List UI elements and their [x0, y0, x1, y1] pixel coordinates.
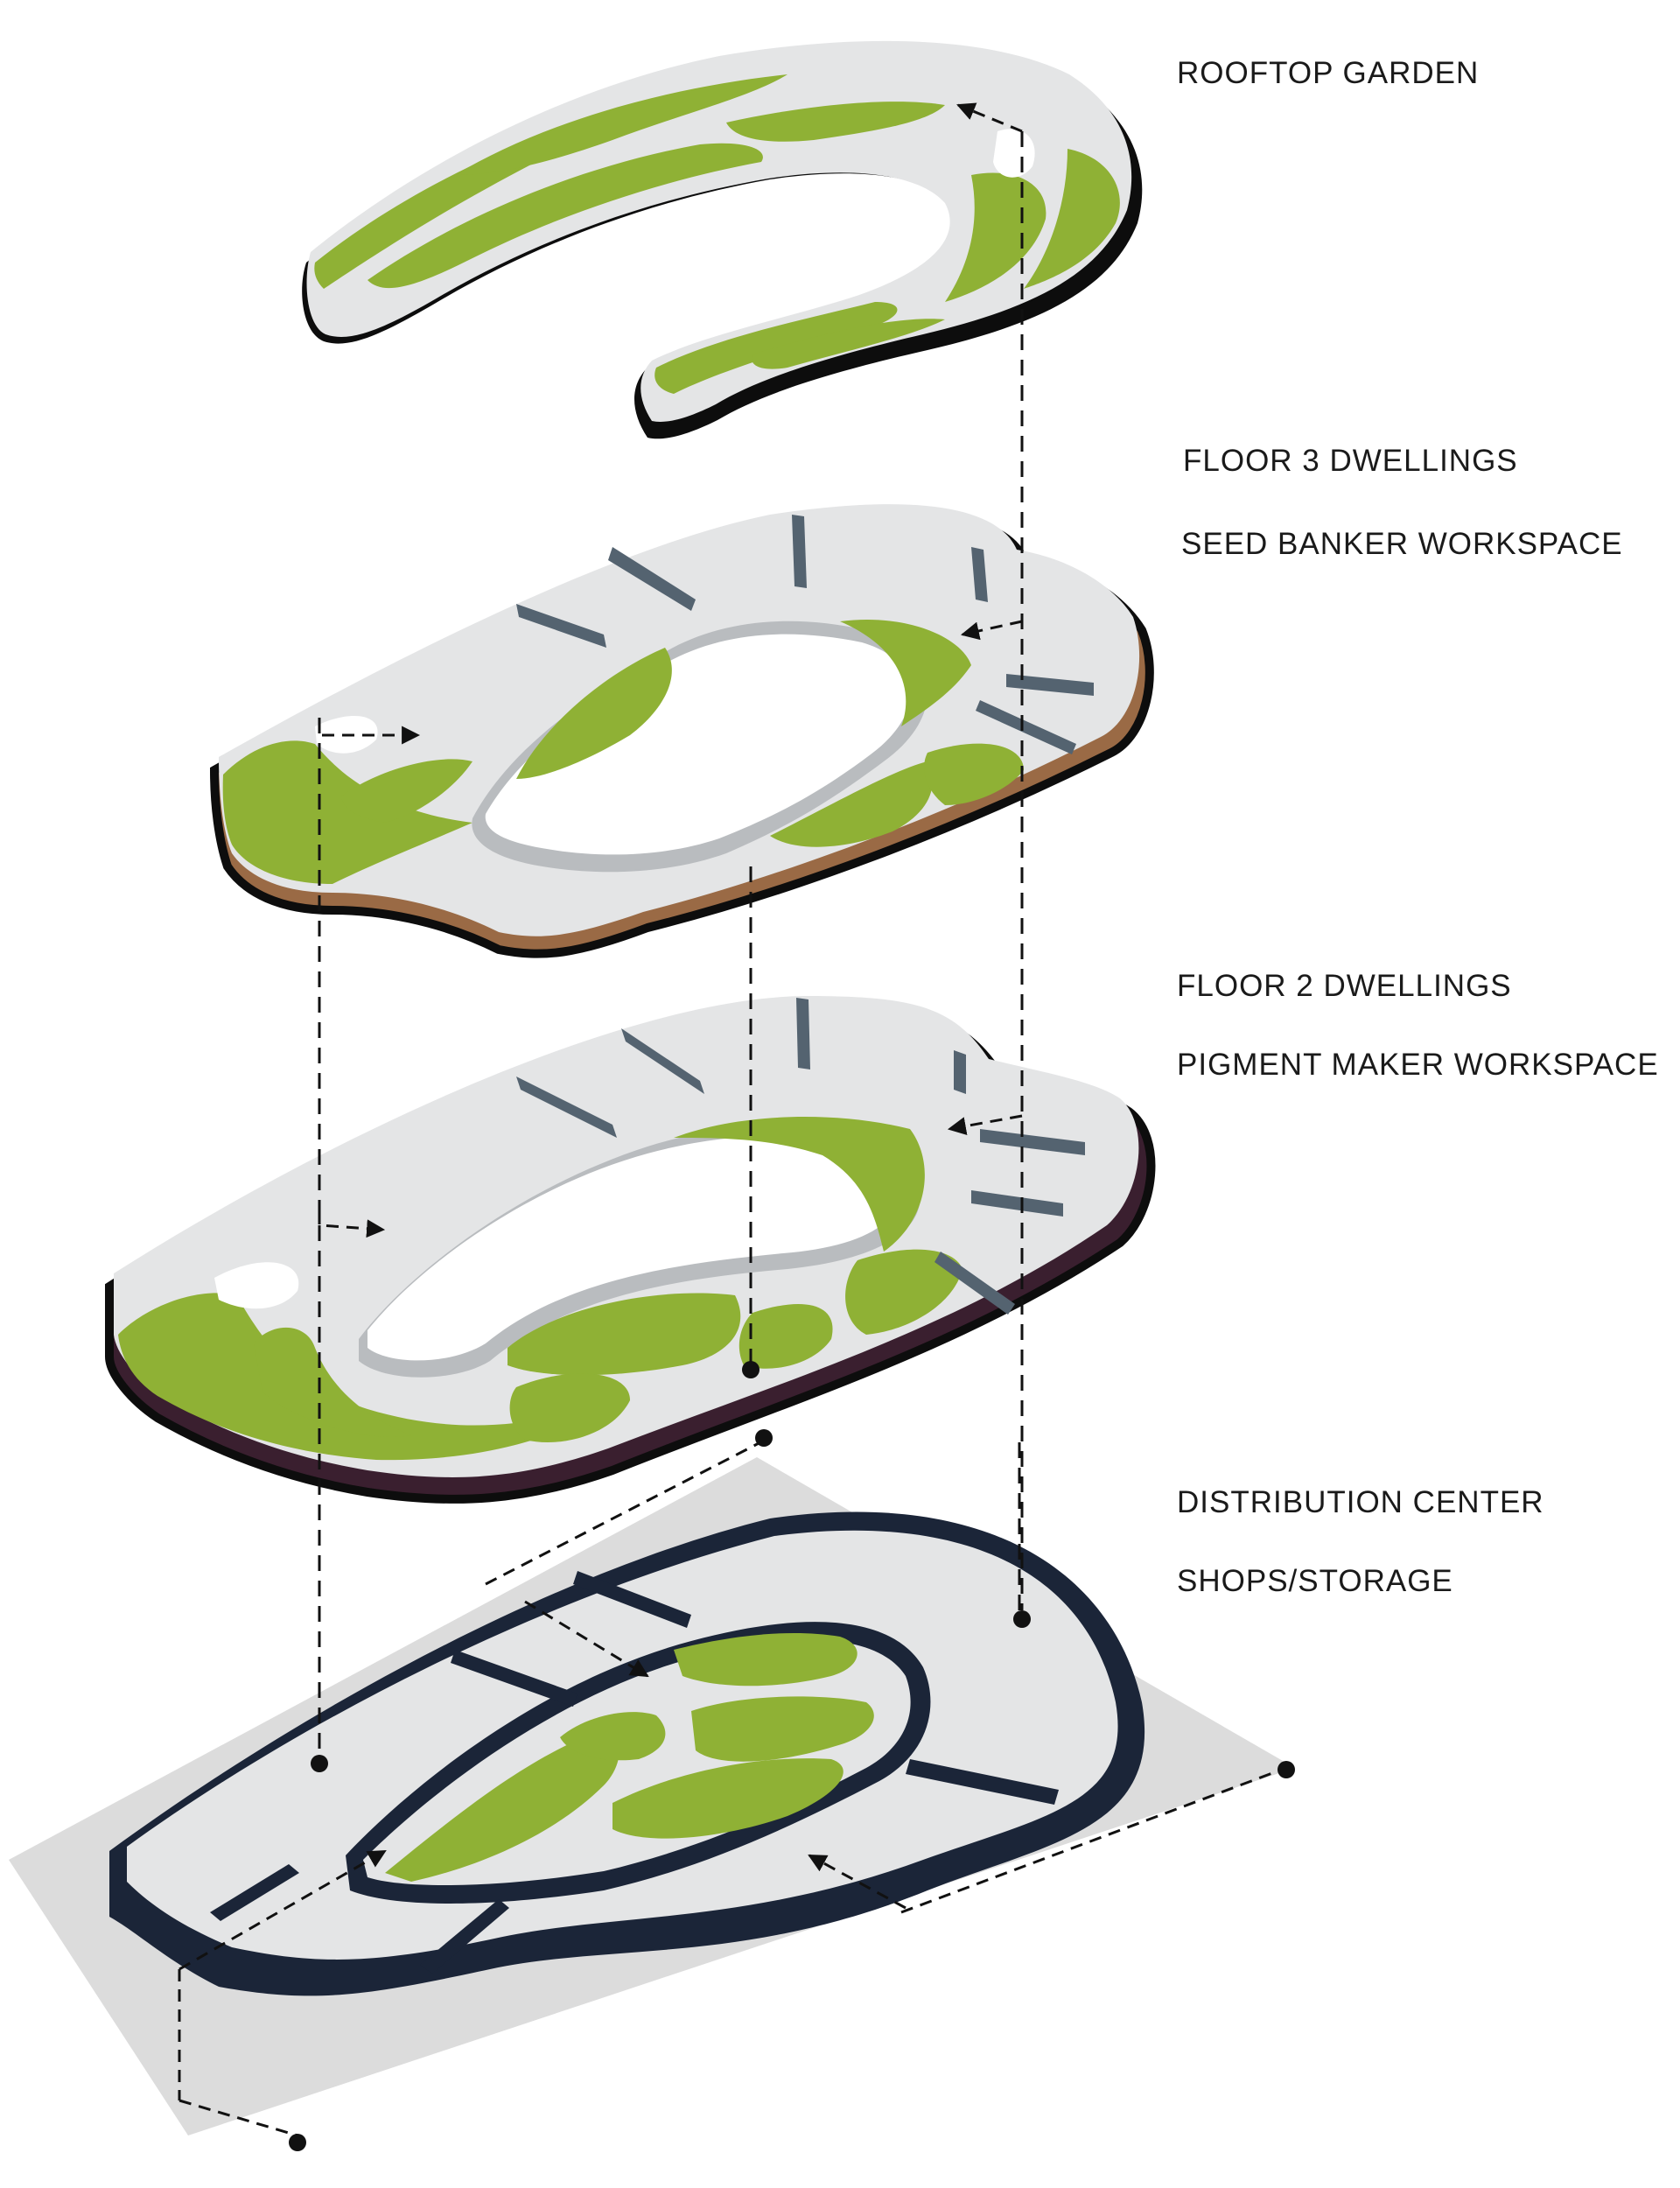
label-rooftop-garden: ROOFTOP GARDEN: [1177, 56, 1479, 90]
label-shops-storage: SHOPS/STORAGE: [1177, 1564, 1453, 1598]
floor-2-level: [109, 996, 1151, 1499]
rooftop-void: [993, 129, 1035, 177]
node-6: [289, 2134, 306, 2151]
label-distribution-center: DISTRIBUTION CENTER: [1177, 1485, 1544, 1519]
node-5: [1278, 1761, 1295, 1778]
label-pigment-maker-workspace: PIGMENT MAKER WORKSPACE: [1177, 1048, 1659, 1082]
label-seed-banker-workspace: SEED BANKER WORKSPACE: [1181, 527, 1623, 561]
node-2: [755, 1429, 773, 1447]
label-floor3-dwellings: FLOOR 3 DWELLINGS: [1183, 444, 1518, 478]
ground-floor-level: [109, 1511, 1144, 1995]
label-floor2-dwellings: FLOOR 2 DWELLINGS: [1177, 969, 1512, 1003]
node-4: [311, 1755, 328, 1772]
floor-3-level: [214, 504, 1150, 954]
rooftop-level: [302, 41, 1142, 438]
node-3: [1013, 1610, 1031, 1628]
level-labels: ROOFTOP GARDEN FLOOR 3 DWELLINGS SEED BA…: [1177, 56, 1659, 1598]
node-1: [742, 1361, 760, 1378]
